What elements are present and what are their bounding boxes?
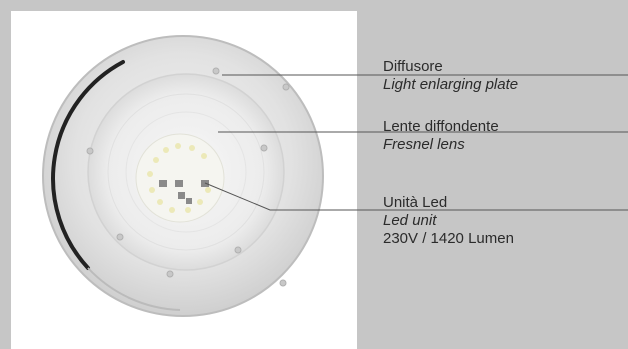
callout-led-it: Unità Led — [383, 194, 448, 211]
callout-led-spec: 230V / 1420 Lumen — [383, 230, 514, 247]
mounting-screws — [86, 67, 290, 287]
rim-shadow — [51, 60, 125, 270]
callout-lens-en: Fresnel lens — [383, 136, 465, 153]
callout-lens: Lente diffondente Fresnel lens — [383, 118, 499, 154]
callout-led-en: Led unit — [383, 212, 437, 229]
callout-led-unit: Unità Led Led unit 230V / 1420 Lumen — [383, 194, 514, 248]
callout-diffuser-it: Diffusore — [383, 58, 443, 75]
led-chips — [147, 143, 211, 213]
lens-ring — [107, 93, 265, 251]
callout-diffuser-en: Light enlarging plate — [383, 76, 519, 93]
lens-ring — [125, 111, 247, 233]
callout-lens-it: Lente diffondente — [383, 118, 499, 135]
callout-diffuser: Diffusore Light enlarging plate — [383, 58, 518, 94]
rim-highlight — [87, 267, 181, 311]
